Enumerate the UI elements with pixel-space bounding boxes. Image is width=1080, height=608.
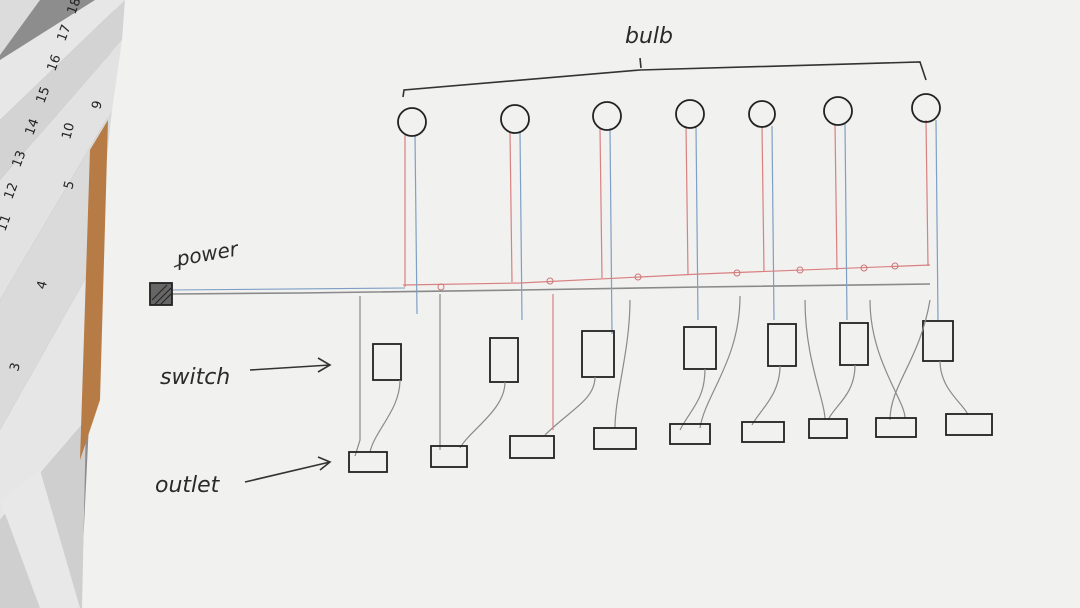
ruler-number: 4	[34, 279, 51, 291]
ruler-number: 13	[10, 149, 30, 170]
outlet-box	[509, 435, 555, 459]
outlet-arrow	[244, 456, 332, 483]
switches	[372, 320, 954, 383]
ruler-number-labels: 18 17 16 15 14 13 12 11 10 9 5 4 3	[0, 0, 106, 373]
bulb-bracket	[402, 61, 927, 98]
bulb	[748, 100, 776, 128]
junction-dot	[796, 266, 804, 274]
power-box-hatching	[151, 284, 172, 305]
junction-dot	[860, 264, 868, 272]
ruler-number: 10	[59, 121, 78, 141]
bulb-label: bulb	[625, 24, 673, 49]
switch-outlet-wires	[354, 294, 969, 457]
outlet-label: outlet	[155, 473, 221, 498]
junction-dot	[634, 273, 642, 281]
blue-feed-wire	[169, 287, 406, 291]
paper-sheet	[80, 0, 1080, 608]
switch-box	[489, 337, 519, 383]
outlet-box	[808, 418, 848, 439]
outlet-box	[669, 423, 711, 445]
ruler-number: 16	[45, 53, 65, 74]
ruler-number: 5	[61, 179, 78, 191]
switch-box	[839, 322, 869, 366]
switch-arrow	[249, 357, 332, 373]
outlet-box	[593, 427, 637, 450]
switch-label: switch	[160, 365, 230, 390]
outlet-box	[945, 413, 993, 436]
junction-dot	[546, 277, 554, 285]
power-label-dash	[173, 263, 182, 268]
junction-dots	[437, 262, 899, 291]
ruler-number: 3	[7, 361, 24, 373]
outlet-box	[875, 417, 917, 438]
bulb-drop-wires	[404, 119, 939, 335]
ruler-number: 9	[89, 99, 106, 111]
outlet-box	[741, 421, 785, 443]
switch-box	[767, 323, 797, 367]
outlet-box	[430, 445, 468, 468]
bulb	[592, 101, 622, 131]
ruler-number: 17	[55, 23, 75, 44]
outlet-box	[348, 451, 388, 473]
bulb	[675, 99, 705, 129]
ruler-number: 15	[34, 85, 54, 106]
ruler-number: 14	[23, 117, 43, 138]
switch-box	[922, 320, 954, 362]
bulb	[397, 107, 427, 137]
junction-dot	[733, 269, 741, 277]
bulb	[911, 93, 941, 123]
red-main-wire	[402, 264, 931, 286]
gray-main-wire	[171, 283, 931, 295]
switch-box	[581, 330, 615, 378]
ruler-number: 18	[65, 0, 85, 16]
ruler-number: 12	[2, 181, 22, 202]
outlets	[348, 413, 993, 473]
ruler-strips	[0, 0, 125, 608]
bulbs	[397, 93, 941, 137]
bulb-bracket-tick	[639, 57, 642, 69]
junction-dot	[891, 262, 899, 270]
bulb	[500, 104, 530, 134]
power-box	[149, 282, 173, 306]
junction-dot	[437, 283, 445, 291]
switch-box	[683, 326, 717, 370]
switch-box	[372, 343, 402, 381]
bulb	[823, 96, 853, 126]
